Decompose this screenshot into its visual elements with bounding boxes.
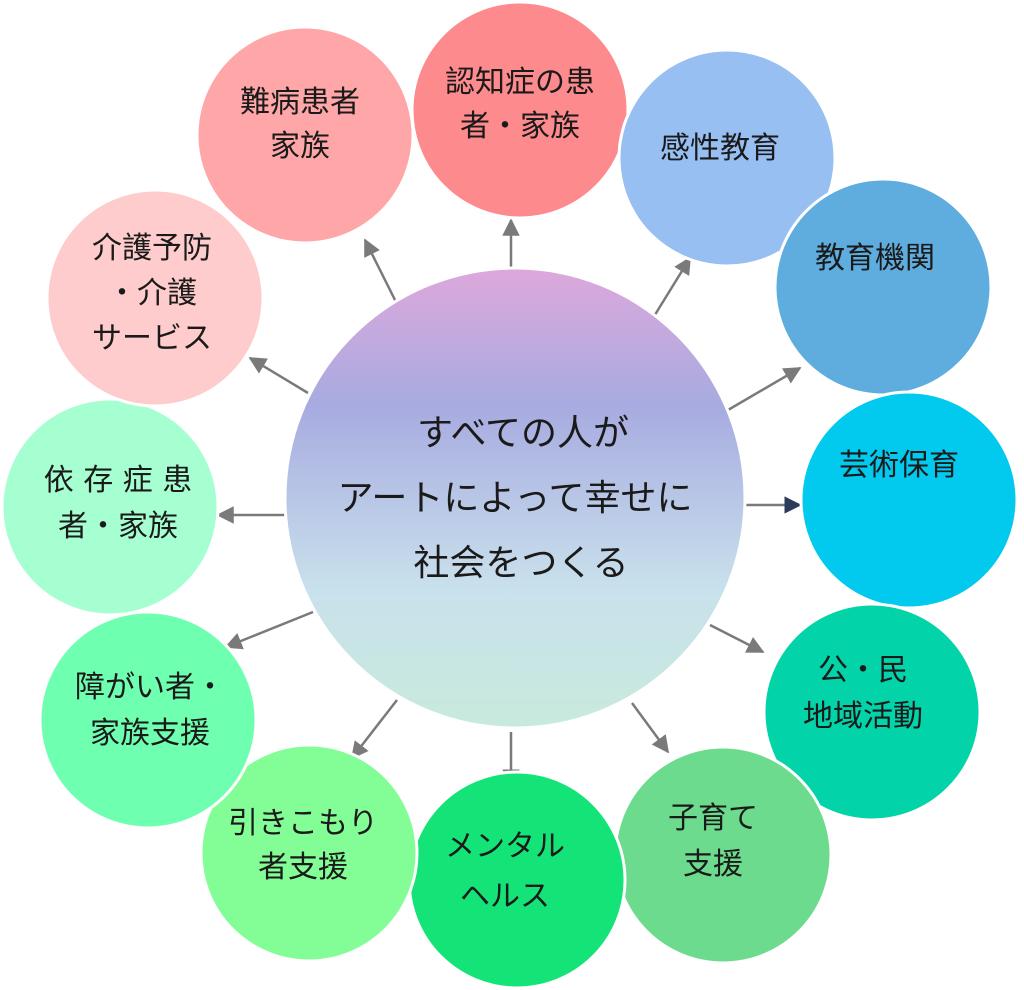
node-circle-disability-family-support <box>38 610 258 830</box>
arrow-to-public-private-activities <box>709 623 765 654</box>
node-label-child-rearing-support-line-2: 支援 <box>683 847 743 882</box>
node-sensibility-education: 感性教育 <box>617 48 837 268</box>
node-addiction-patients: 依 存 症 患者・家族 <box>0 397 220 617</box>
node-label-dementia-line-2: 者・家族 <box>460 109 580 144</box>
center-node: すべての人が アートによって幸せに 社会をつくる <box>283 266 747 730</box>
node-label-art-childcare-line-1: 芸術保育 <box>839 448 959 483</box>
arrow-to-sensibility-education <box>651 256 692 319</box>
node-label-hikikomori-support-line-2: 者支援 <box>258 850 348 885</box>
node-circle-art-childcare <box>799 390 1019 610</box>
node-label-care-prevention-line-3: サービス <box>92 321 212 356</box>
arrow-to-educational-institutions <box>727 366 802 412</box>
arrow-to-hikikomori-support <box>350 699 398 760</box>
node-label-care-prevention-line-1: 介護予防 <box>92 231 212 266</box>
center-label-line-3: 社会をつくる <box>413 543 628 584</box>
node-label-disability-family-support-line-2: 家族支援 <box>90 716 210 751</box>
node-label-intractable-disease-line-1: 難病患者 <box>240 85 360 120</box>
node-label-intractable-disease-line-2: 家族 <box>270 129 330 164</box>
node-circle-educational-institutions <box>773 177 993 397</box>
node-label-mental-health-line-1: メンタル <box>445 829 565 864</box>
node-label-public-private-activities-line-1: 公・民 <box>818 653 908 688</box>
node-circle-sensibility-education <box>617 48 837 268</box>
node-label-public-private-activities-line-2: 地域活動 <box>803 699 923 734</box>
center-label-line-1: すべての人が <box>417 413 629 454</box>
node-circle-dementia <box>410 0 630 220</box>
arrow-to-disability-family-support <box>224 610 314 650</box>
node-label-educational-institutions-line-1: 教育機関 <box>815 241 935 276</box>
arrows-layer <box>216 218 802 787</box>
node-circle-intractable-disease <box>195 25 415 245</box>
node-label-mental-health-line-2: ヘルス <box>460 879 550 914</box>
center-circle <box>283 266 747 730</box>
center-label-line-2: アートによって幸せに <box>338 478 693 519</box>
node-label-dementia-line-1: 認知症の患 <box>445 65 595 100</box>
node-educational-institutions: 教育機関 <box>773 177 993 397</box>
arrow-to-child-rearing-support <box>630 702 670 754</box>
node-label-child-rearing-support-line-1: 子育て <box>668 801 758 836</box>
arrow-to-intractable-disease <box>363 238 398 303</box>
node-label-addiction-patients-line-2: 者・家族 <box>58 509 178 544</box>
arrow-to-care-prevention <box>248 356 309 395</box>
node-label-addiction-patients-line-1: 依 存 症 患 <box>44 463 193 498</box>
node-label-disability-family-support-line-1: 障がい者・ <box>75 670 225 705</box>
node-label-hikikomori-support-line-1: 引きこもり <box>228 806 378 841</box>
node-circle-hikikomori-support <box>199 743 419 963</box>
node-label-sensibility-education-line-1: 感性教育 <box>660 131 780 166</box>
node-circle-care-prevention <box>45 188 265 408</box>
node-art-childcare: 芸術保育 <box>799 390 1019 610</box>
node-circle-public-private-activities <box>762 602 982 822</box>
node-disability-family-support: 障がい者・家族支援 <box>38 610 258 830</box>
node-circle-addiction-patients <box>0 397 220 617</box>
node-label-care-prevention-line-2: ・介護 <box>107 276 197 311</box>
